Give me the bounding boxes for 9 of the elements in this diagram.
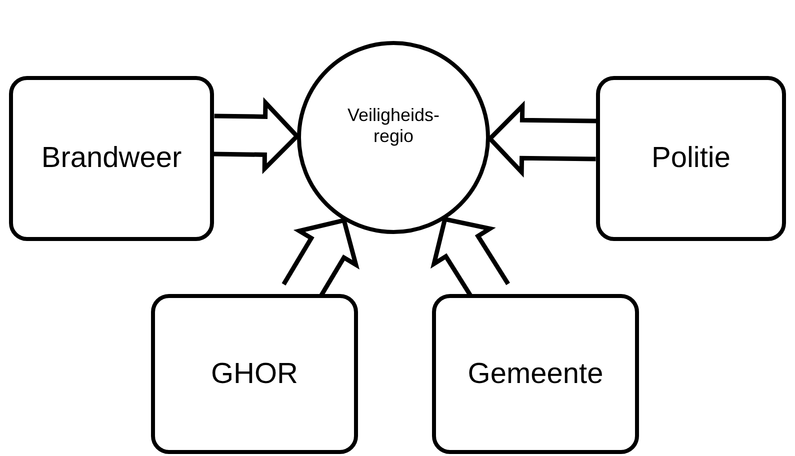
node-label: Politie — [652, 142, 730, 175]
rounded-box — [596, 76, 786, 241]
node-label: Veiligheids- regio — [346, 105, 441, 146]
rounded-box — [9, 76, 214, 241]
node-label: Gemeente — [468, 358, 604, 390]
rounded-box — [151, 294, 358, 454]
node-label: Brandweer — [41, 142, 182, 175]
rounded-box — [432, 294, 639, 454]
node-label: GHOR — [211, 358, 298, 390]
